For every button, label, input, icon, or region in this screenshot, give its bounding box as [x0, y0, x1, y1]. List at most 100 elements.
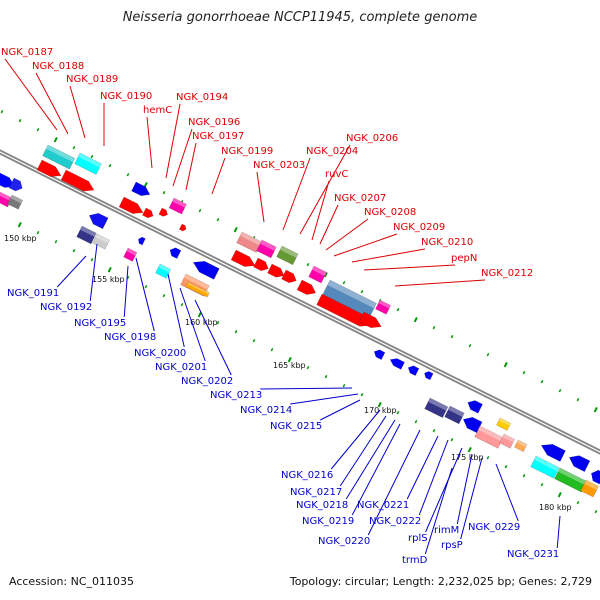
- reverse-gene-label: NGK_0202: [181, 376, 233, 387]
- tick-mark: [53, 136, 58, 143]
- gene-box-shine: [534, 456, 560, 472]
- callout-line: [256, 171, 265, 223]
- gene-box-shine: [448, 406, 465, 417]
- tick-mark: [54, 240, 58, 244]
- callout-line: [299, 144, 351, 235]
- gene-feature: [42, 144, 76, 170]
- reverse-gene-label: NGK_0229: [468, 522, 520, 533]
- gene-feature: [514, 439, 528, 452]
- gene-arrow: [296, 279, 317, 295]
- gene-box: [276, 245, 299, 266]
- gene-feature: [444, 405, 465, 425]
- gene-arrow: [253, 257, 269, 271]
- callout-line: [351, 248, 426, 263]
- gene-box: [185, 281, 210, 298]
- scale-label: 175 kbp: [451, 453, 484, 462]
- gene-feature: [267, 263, 285, 278]
- gene-feature: [178, 223, 187, 232]
- tick-mark: [72, 249, 76, 253]
- backbone-highlight: [0, 151, 600, 453]
- tick-mark: [342, 281, 346, 285]
- tick-mark: [234, 329, 238, 334]
- gene-box-shine: [558, 468, 587, 486]
- reverse-gene-labels: NGK_0191NGK_0192NGK_0195NGK_0198NGK_0200…: [7, 288, 559, 566]
- callout-line: [167, 273, 185, 348]
- gene-feature: [168, 197, 187, 215]
- gene-feature: [158, 207, 168, 217]
- gene-box: [424, 397, 449, 418]
- callout-line: [146, 116, 153, 169]
- gene-box-shine: [78, 153, 102, 168]
- gene-feature: [169, 247, 182, 259]
- tick-mark: [486, 352, 490, 357]
- gene-arrow: [467, 400, 483, 414]
- map-title: Neisseria gonorrhoeae NCCP11945, complet…: [122, 10, 478, 25]
- callout-line: [319, 204, 339, 245]
- tick-mark: [126, 173, 130, 177]
- tick-mark: [558, 388, 562, 393]
- gene-feature: [131, 181, 151, 197]
- gene-arrow: [88, 212, 109, 230]
- forward-gene-label: NGK_0197: [192, 131, 244, 142]
- gene-feature: [256, 239, 277, 259]
- gene-feature: [88, 212, 109, 230]
- tick-mark: [396, 410, 400, 415]
- tick-mark: [324, 375, 328, 379]
- gene-box: [308, 265, 327, 284]
- forward-gene-label: NGK_0188: [32, 61, 84, 72]
- gene-arrow: [568, 455, 591, 472]
- gene-arrow: [158, 207, 168, 217]
- tick-mark: [36, 231, 40, 235]
- reverse-gene-label: NGK_0213: [210, 390, 262, 401]
- gene-arrow: [462, 416, 483, 434]
- tick-mark: [180, 303, 184, 307]
- gene-feature: [230, 249, 256, 267]
- callout-line: [56, 255, 87, 288]
- forward-gene-label: NGK_0190: [100, 91, 152, 102]
- gene-arrow: [540, 444, 566, 462]
- callout-line: [363, 264, 456, 271]
- tick-mark: [557, 492, 562, 498]
- tick-mark: [198, 209, 202, 213]
- tick-mark: [396, 308, 400, 312]
- gene-feature: [424, 371, 434, 381]
- tick-mark: [432, 429, 436, 433]
- reverse-gene-label: NGK_0192: [40, 302, 92, 313]
- forward-gene-label: NGK_0206: [346, 133, 398, 144]
- reverse-gene-label: NGK_0222: [369, 516, 421, 527]
- callout-line: [418, 439, 449, 516]
- tick-mark: [323, 272, 328, 278]
- forward-gene-label: NGK_0199: [221, 146, 273, 157]
- gene-arrow: [267, 263, 285, 278]
- gene-box-shine: [95, 233, 110, 244]
- tick-mark: [522, 370, 526, 375]
- forward-gene-label: NGK_0196: [188, 117, 240, 128]
- gene-box-shine: [280, 246, 299, 258]
- forward-gene-label: NGK_0204: [306, 146, 358, 157]
- gene-feature: [60, 169, 95, 192]
- gene-box-shine: [126, 247, 137, 256]
- scale-label: 150 kbp: [4, 234, 37, 243]
- reverse-gene-label: NGK_0216: [281, 470, 333, 481]
- callout-line: [89, 243, 98, 302]
- tick-mark: [594, 509, 598, 514]
- scale-label: 180 kbp: [539, 503, 572, 512]
- forward-gene-label: pepN: [451, 253, 477, 264]
- forward-gene-label: NGK_0212: [481, 268, 533, 279]
- scale-label: 165 kbp: [273, 361, 306, 370]
- tick-mark: [90, 155, 94, 159]
- gene-feature: [123, 247, 138, 262]
- callout-line: [282, 157, 311, 231]
- callout-line: [406, 435, 439, 500]
- gene-feature: [36, 159, 62, 177]
- forward-gene-label: NGK_0208: [364, 207, 416, 218]
- tick-mark: [468, 343, 472, 348]
- gene-box: [74, 152, 102, 175]
- gene-box: [514, 439, 528, 452]
- gene-box: [92, 233, 110, 250]
- gene-arrow: [316, 293, 372, 327]
- gene-box: [499, 433, 516, 449]
- gene-feature: [253, 257, 269, 271]
- callout-line: [345, 419, 396, 500]
